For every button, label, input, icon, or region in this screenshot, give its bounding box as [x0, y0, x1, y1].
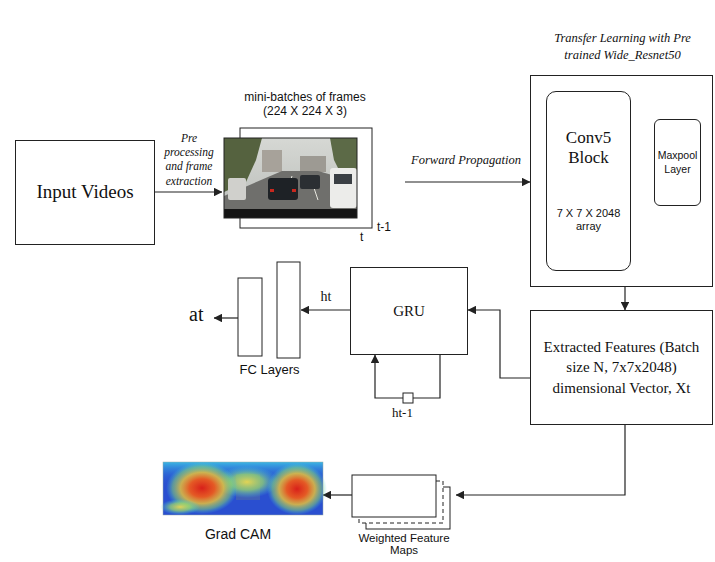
- flow-arrow: [468, 310, 530, 378]
- block-shape: 7 X 7 X 2048 array: [553, 207, 624, 235]
- fc-layer-bars: [214, 262, 300, 358]
- frame-index: t: [360, 230, 363, 244]
- flow-arrow: [375, 355, 440, 398]
- layer-block: Conv5 Block 7 X 7 X 2048 array: [546, 91, 631, 271]
- stack-caption: mini-batches of frames (224 X 224 X 3): [235, 90, 375, 119]
- flow-arrow: [155, 191, 222, 192]
- image-caption: Grad CAM: [173, 526, 303, 542]
- fc-layers: FC Layers: [238, 262, 301, 380]
- flow-arrow: [405, 181, 530, 182]
- block-title: Conv5 Block: [553, 128, 624, 169]
- process-box: Input Videos: [15, 140, 155, 245]
- feature-map-stack: [352, 475, 450, 529]
- output-symbol: at: [189, 303, 203, 326]
- model-container: Transfer Learning with Pre trained Wide_…: [530, 75, 713, 287]
- layer-block: Maxpool Layer: [654, 119, 701, 206]
- group-caption: FC Layers: [223, 362, 316, 377]
- video-frames: [224, 128, 372, 228]
- heatmap-output: Grad CAM: [163, 462, 323, 547]
- gradcam-heatmap: [160, 462, 327, 515]
- flow-arrow: [323, 494, 352, 495]
- edge-label: Forward Propagation: [407, 153, 525, 168]
- delay-square: [403, 393, 413, 403]
- block-title: Maxpool Layer: [657, 149, 698, 175]
- flow-arrow: [301, 309, 350, 310]
- edge-label: ht: [306, 289, 346, 305]
- process-box: GRU: [350, 267, 468, 355]
- flow-arrow: [624, 287, 625, 310]
- edge-label: Pre processing and frame extraction: [157, 131, 221, 189]
- flow-arrow: [456, 425, 625, 495]
- box-label: GRU: [393, 303, 425, 320]
- frame-index: t-1: [377, 220, 391, 234]
- box-label: Input Videos: [36, 181, 133, 204]
- image-caption: Weighted Feature Maps: [344, 532, 464, 556]
- process-box: Extracted Features (Batch size N, 7x7x20…: [530, 310, 713, 425]
- edge-label: ht-1: [392, 405, 413, 421]
- container-heading: Transfer Learning with Pre trained Wide_…: [551, 30, 694, 64]
- feature-maps: Weighted Feature Maps: [352, 475, 456, 560]
- frame-stack: mini-batches of frames (224 X 224 X 3) tt…: [222, 62, 405, 245]
- box-label: Extracted Features (Batch size N, 7x7x20…: [539, 337, 704, 398]
